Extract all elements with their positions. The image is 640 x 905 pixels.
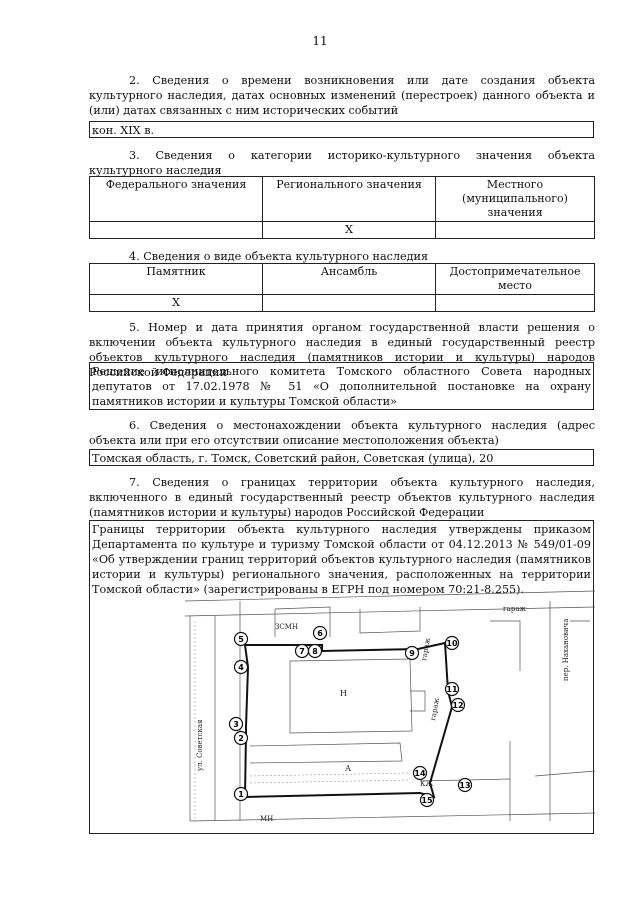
type-monument-header: Памятник [89,263,263,295]
boundary-point-15: 15 [419,792,435,808]
svg-text:5: 5 [238,635,244,644]
boundary-point-12: 12 [450,697,466,713]
building-label-mn: МН [260,815,273,823]
svg-text:7: 7 [299,647,305,656]
building-label-a: А [345,764,351,773]
category-federal-mark [89,221,263,239]
section-7-heading: 7. Сведения о границах территории объект… [89,476,595,519]
boundary-point-1: 1 [233,786,249,802]
category-regional-mark: X [262,221,436,239]
boundary-point-7: 7 [294,643,310,659]
building-label-garage-1: гараж [503,605,526,613]
svg-text:15: 15 [421,796,433,805]
building-label-zsmn: ЗСМН [275,623,298,631]
section-2-heading: 2. Сведения о времени возникновения или … [89,74,595,117]
svg-text:1: 1 [238,790,244,799]
svg-text:8: 8 [312,647,318,656]
category-federal-header: Федерального значения [89,176,263,222]
boundary-point-2: 2 [233,730,249,746]
boundary-point-10: 10 [444,635,460,651]
type-ensemble-header: Ансамбль [262,263,436,295]
section-5-heading: 5. Номер и дата принятия органом государ… [89,321,595,379]
section-6-value: Томская область, г. Томск, Советский рай… [89,449,594,466]
street-label-lane: пер. Нахановича [562,619,570,681]
section-2-value: кон. XIX в. [89,121,594,138]
building-label-kzh: КЖ [420,780,433,788]
svg-text:11: 11 [446,685,458,694]
section-4-heading: 4. Сведения о виде объекта культурного н… [129,250,429,263]
building-label-main: Н [340,689,347,698]
svg-text:12: 12 [452,701,463,710]
section-7-value: Границы территории объекта культурного н… [92,523,591,596]
type-landmark-header: Достопримечательное место [435,263,595,295]
svg-text:4: 4 [238,663,244,672]
section-5-value: Решение исполнительного комитета Томског… [89,362,594,410]
category-local-header: Местного (муниципального) значения [435,176,595,222]
type-table: Памятник Ансамбль Достопримечательное ме… [89,263,595,312]
type-monument-mark: X [89,294,263,312]
boundary-point-6: 6 [312,625,328,641]
svg-text:2: 2 [238,734,244,743]
boundary-point-3: 3 [228,716,244,732]
boundary-point-11: 11 [444,681,460,697]
site-plan-drawing: ул. Советская пер. Нахановича Н А гараж … [184,590,595,823]
building-label-garage-2: гараж [429,697,441,722]
category-table: Федерального значения Регионального знач… [89,176,595,239]
category-regional-header: Регионального значения [262,176,436,222]
type-ensemble-mark [262,294,436,312]
street-label-sovetskaya: ул. Советская [196,719,204,771]
page-number: 11 [312,34,328,48]
boundary-point-9: 9 [404,645,420,661]
category-local-mark [435,221,595,239]
svg-text:10: 10 [446,639,458,648]
boundary-point-4: 4 [233,659,249,675]
boundary-point-13: 13 [457,777,473,793]
svg-text:9: 9 [409,649,415,658]
svg-text:14: 14 [414,769,426,778]
section-6-heading: 6. Сведения о местонахождении объекта ку… [89,419,595,447]
section-3-heading: 3. Сведения о категории историко-культур… [89,149,595,177]
building-label-garage-3: гараж [420,637,432,662]
type-landmark-mark [435,294,595,312]
svg-text:3: 3 [233,720,239,729]
svg-text:6: 6 [317,629,323,638]
svg-text:13: 13 [459,781,470,790]
boundary-point-14: 14 [412,765,428,781]
boundary-map: Границы территории объекта культурного н… [89,520,595,834]
boundary-point-5: 5 [233,631,249,647]
boundary-point-8: 8 [307,643,323,659]
